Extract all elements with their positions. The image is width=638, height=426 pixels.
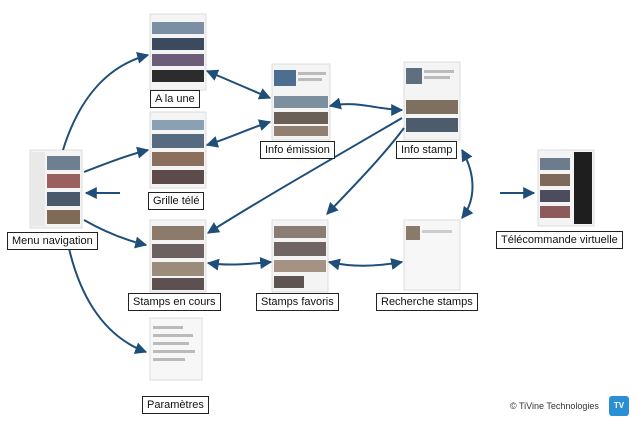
label-a-la-une: A la une bbox=[150, 90, 200, 108]
label-menu-navigation: Menu navigation bbox=[7, 232, 98, 250]
edge-stamps-en-cours-favoris bbox=[206, 257, 273, 271]
thumb-parametres bbox=[149, 317, 203, 381]
edge-info-stamp-recherche bbox=[461, 148, 474, 219]
edge-menu-to-parametres bbox=[67, 243, 148, 354]
thumb-stamps-favoris bbox=[271, 219, 329, 293]
edges bbox=[62, 51, 536, 354]
edge-info-stamp-to-stamps-en-cours bbox=[206, 117, 403, 234]
thumb-menu-navigation bbox=[29, 149, 83, 229]
label-stamps-favoris: Stamps favoris bbox=[256, 293, 339, 311]
edge-menu-to-a-la-une bbox=[62, 51, 150, 151]
edge-menu-to-stamps-en-cours bbox=[83, 219, 148, 249]
label-info-emission: Info émission bbox=[260, 141, 335, 159]
edge-menu-to-grille bbox=[83, 146, 150, 173]
thumb-grille-tele bbox=[149, 111, 207, 189]
thumb-info-emission bbox=[271, 63, 331, 141]
edge-a-la-une-info-emission bbox=[205, 69, 272, 100]
label-stamps-en-cours: Stamps en cours bbox=[128, 293, 221, 311]
thumb-stamps-en-cours bbox=[149, 219, 207, 293]
label-telecommande-virtuelle: Télécommande virtuelle bbox=[496, 231, 623, 249]
thumb-recherche-stamps bbox=[403, 219, 461, 291]
edge-info-emission-info-stamp bbox=[328, 97, 404, 116]
edge-info-stamp-to-stamps-favoris bbox=[326, 127, 405, 215]
label-info-stamp: Info stamp bbox=[396, 141, 458, 159]
credit-text: © TiVine Technologies bbox=[510, 401, 599, 411]
thumb-a-la-une bbox=[149, 13, 207, 91]
label-parametres: Paramètres bbox=[142, 396, 209, 414]
label-recherche-stamps: Recherche stamps bbox=[376, 293, 478, 311]
tivine-logo-icon: TV bbox=[609, 396, 629, 416]
thumb-info-stamp bbox=[403, 61, 461, 141]
edge-grille-info-emission bbox=[205, 119, 272, 148]
edge-favoris-recherche bbox=[327, 258, 404, 271]
label-grille-tele: Grille télé bbox=[148, 192, 205, 210]
thumb-telecommande-virtuelle bbox=[537, 149, 595, 227]
